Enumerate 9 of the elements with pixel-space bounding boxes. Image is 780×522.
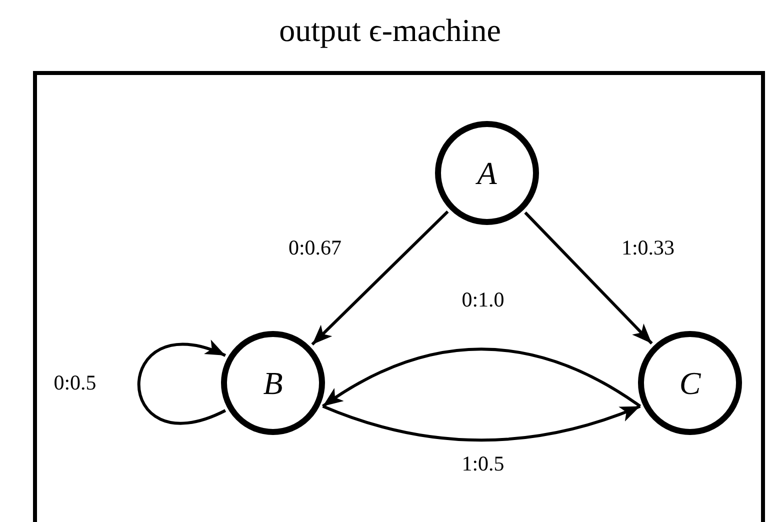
state-label: B — [263, 367, 283, 399]
transition-arrow — [322, 348, 641, 408]
diagram-title: output ϵ-machine — [279, 12, 501, 49]
state-label: C — [679, 367, 701, 399]
transition-arrow — [138, 341, 226, 425]
transition-arrow — [311, 210, 449, 346]
transition-arrow — [322, 404, 641, 442]
state-label: A — [477, 157, 497, 189]
transition-arrow — [524, 212, 653, 344]
